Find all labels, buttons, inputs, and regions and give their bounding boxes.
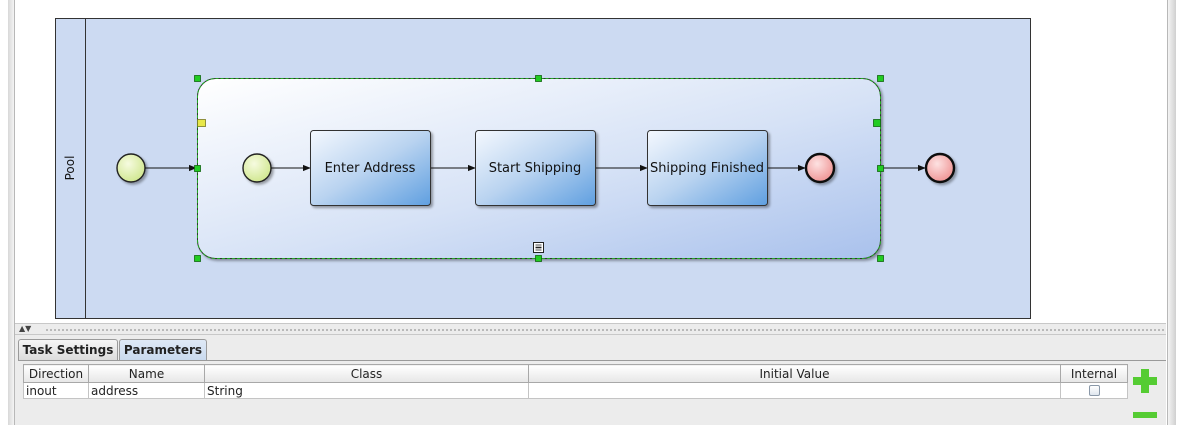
window-frame-left: [8, 0, 15, 425]
task-start-shipping[interactable]: Start Shipping: [475, 130, 596, 206]
remove-parameter-button[interactable]: [1130, 403, 1160, 423]
table-row[interactable]: inout address String: [23, 382, 1128, 399]
selection-handles[interactable]: [194, 75, 884, 262]
column-header-name[interactable]: Name: [88, 364, 205, 383]
cell-class[interactable]: String: [204, 382, 529, 399]
outer-start-event[interactable]: [116, 153, 146, 183]
add-parameter-button[interactable]: [1130, 366, 1160, 396]
task-label: Enter Address: [325, 161, 416, 176]
tab-parameters[interactable]: Parameters: [119, 339, 207, 361]
diagram-canvas[interactable]: Pool Enter Address Start Shippi: [15, 0, 1166, 323]
connection-handle[interactable]: [197, 119, 206, 127]
properties-panel: Task Settings Parameters Direction Name …: [15, 335, 1166, 425]
table-header-row: Direction Name Class Initial Value Inter…: [23, 364, 1128, 383]
inner-end-event[interactable]: [804, 152, 836, 184]
resize-handle-e[interactable]: [877, 165, 884, 172]
split-grip: [45, 328, 1164, 331]
resize-handle-w[interactable]: [194, 165, 201, 172]
process-diagram[interactable]: Pool Enter Address Start Shippi: [15, 0, 1166, 323]
pool-label: Pool: [63, 156, 77, 181]
column-header-class[interactable]: Class: [204, 364, 529, 383]
window-frame-right: [1167, 0, 1176, 425]
cell-name[interactable]: address: [88, 382, 205, 399]
task-shipping-finished[interactable]: Shipping Finished: [647, 130, 768, 206]
column-header-direction[interactable]: Direction: [23, 364, 89, 383]
task-label: Start Shipping: [489, 161, 582, 176]
resize-handle-n[interactable]: [535, 75, 542, 82]
cell-direction[interactable]: inout: [23, 382, 89, 399]
collapse-marker-icon[interactable]: [533, 242, 544, 253]
column-header-initial-value[interactable]: Initial Value: [528, 364, 1061, 383]
parameters-table[interactable]: Direction Name Class Initial Value Inter…: [23, 364, 1128, 399]
cell-internal[interactable]: [1060, 382, 1128, 399]
task-enter-address[interactable]: Enter Address: [310, 130, 431, 206]
internal-checkbox[interactable]: [1088, 385, 1100, 396]
resize-handle-sw[interactable]: [194, 255, 201, 262]
parameters-tab-content: Direction Name Class Initial Value Inter…: [18, 360, 1166, 425]
cell-initial-value[interactable]: [528, 382, 1061, 399]
resize-handle-ne[interactable]: [877, 75, 884, 82]
resize-handle-se[interactable]: [877, 255, 884, 262]
resize-handle-s[interactable]: [535, 255, 542, 262]
plus-icon: [1133, 369, 1157, 393]
split-pane-divider[interactable]: ▲▼: [15, 323, 1166, 335]
resize-handle-e-upper[interactable]: [873, 119, 881, 127]
column-header-internal[interactable]: Internal: [1060, 364, 1128, 383]
resize-handle-nw[interactable]: [194, 75, 201, 82]
split-expand-arrows-icon[interactable]: ▲▼: [19, 324, 32, 333]
inner-start-event[interactable]: [242, 153, 272, 183]
tab-task-settings[interactable]: Task Settings: [18, 339, 118, 360]
outer-end-event[interactable]: [924, 152, 956, 184]
task-label: Shipping Finished: [650, 161, 764, 176]
minus-icon: [1133, 412, 1157, 418]
